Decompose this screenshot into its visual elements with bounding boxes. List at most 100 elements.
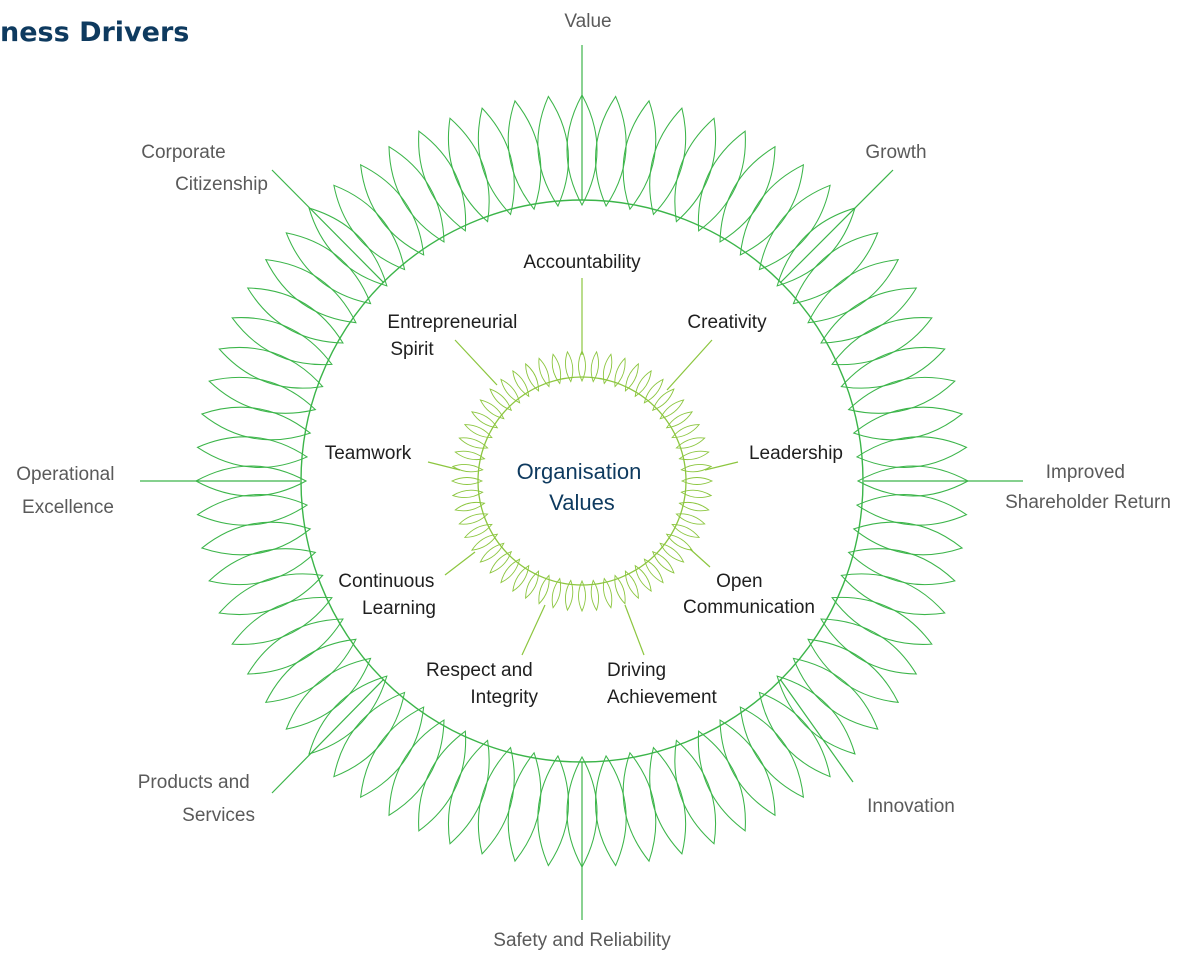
ray-driving-achievement (624, 604, 645, 656)
center-label-line-2: Values (549, 490, 615, 515)
outer-petal (674, 117, 717, 223)
ray-creativity (666, 339, 713, 391)
outer-petal (792, 657, 879, 730)
inner-petal (489, 550, 513, 574)
outer-petal (507, 99, 542, 211)
outer-petal (447, 739, 490, 845)
value-label-leadership: Leadership (749, 443, 843, 464)
driver-label-value-line-1: Value (564, 11, 611, 32)
outer-petal (776, 675, 856, 755)
outer-petal (840, 573, 946, 616)
outer-petal (218, 346, 324, 389)
value-label-creativity: Creativity (687, 312, 767, 333)
outer-petal (595, 95, 627, 208)
inner-petal (489, 388, 513, 412)
inner-petal (671, 424, 701, 439)
outer-petal (359, 163, 425, 256)
inner-petal (564, 579, 574, 612)
inner-petal (500, 558, 521, 584)
inner-petal (463, 424, 493, 439)
value-label-accountability-line-1: Accountability (523, 252, 641, 273)
outer-ray-group (140, 45, 1023, 920)
outer-petal (333, 184, 406, 271)
value-label-continuous-learning-line-1: Continuous (338, 571, 434, 592)
outer-petal (758, 184, 831, 271)
inner-petal (538, 357, 550, 388)
outer-petal (218, 573, 324, 616)
inner-petal (538, 574, 550, 605)
inner-ring (477, 376, 687, 586)
outer-petal (285, 232, 372, 305)
inner-petal (614, 574, 626, 605)
inner-petal (463, 523, 493, 538)
inner-petal (671, 523, 701, 538)
outer-petal (308, 675, 388, 755)
outer-petal (333, 691, 406, 778)
value-label-teamwork-line-1: Teamwork (325, 443, 412, 464)
inner-petal (678, 450, 710, 461)
outer-petal (231, 596, 333, 645)
outer-petal (477, 107, 515, 216)
value-label-driving-achievement: Driving Achievement (607, 660, 718, 708)
inner-petal (551, 353, 562, 385)
value-label-leadership-line-1: Leadership (749, 443, 843, 464)
outer-petal (674, 739, 717, 845)
inner-petal (602, 577, 613, 609)
ray-leadership (704, 461, 739, 471)
outer-petal (208, 376, 317, 414)
inner-petal (590, 350, 600, 383)
outer-petal (831, 596, 933, 645)
outer-petal (719, 145, 776, 243)
outer-petal-ring (194, 93, 970, 869)
outer-petal (758, 691, 831, 778)
outer-petal (308, 207, 388, 287)
outer-petal (208, 548, 317, 586)
inner-petal (643, 378, 664, 404)
inner-ray-group (427, 278, 739, 656)
outer-petal (246, 618, 344, 675)
driver-label-improved-shareholder-return: Improved Shareholder Return (1005, 462, 1171, 513)
ray-open-communication (689, 548, 711, 568)
inner-petal (651, 388, 675, 412)
outer-petal (200, 521, 312, 556)
outer-petal (566, 755, 598, 869)
inner-petal (665, 411, 693, 429)
inner-petal (500, 378, 521, 404)
driver-label-operational-excellence: Operational Excellence (16, 464, 120, 518)
inner-petal (512, 564, 530, 592)
inner-petal (624, 362, 639, 392)
driver-label-operational-excellence-line-2: Excellence (22, 497, 114, 518)
outer-petal (264, 258, 357, 324)
ray-products-and-services (271, 678, 385, 794)
inner-petal (678, 501, 710, 512)
value-label-entrepreneurial-spirit-line-2: Spirit (390, 339, 434, 360)
outer-petal (200, 406, 312, 441)
inner-petal-ring (450, 349, 714, 613)
outer-petal (852, 406, 964, 441)
outer-petal (418, 730, 467, 832)
inner-petal (471, 533, 499, 551)
inner-petal (451, 463, 484, 473)
inner-petal (512, 370, 530, 398)
ray-growth (779, 169, 894, 284)
outer-petal (388, 145, 445, 243)
outer-petal (739, 706, 805, 799)
driver-label-growth-line-1: Growth (865, 142, 926, 163)
outer-petal (359, 706, 425, 799)
outer-petal (649, 746, 687, 855)
inner-petal (564, 350, 574, 383)
driver-label-operational-excellence-line-1: Operational (16, 464, 114, 485)
outer-petal (855, 494, 968, 526)
ray-innovation (779, 678, 854, 783)
inner-petal (458, 513, 489, 525)
outer-petal (595, 754, 627, 867)
outer-petal (820, 287, 918, 344)
driver-label-safety-and-reliability: Safety and Reliability (493, 930, 671, 951)
driver-label-innovation-line-1: Innovation (867, 796, 955, 817)
ray-respect-and-integrity (521, 604, 546, 656)
inner-petal (479, 542, 505, 563)
value-label-respect-and-integrity: Respect and Integrity (426, 660, 538, 708)
driver-label-improved-shareholder-return-line-2: Shareholder Return (1005, 492, 1171, 513)
center-label: Organisation Values (517, 459, 648, 515)
outer-petal (856, 465, 970, 497)
